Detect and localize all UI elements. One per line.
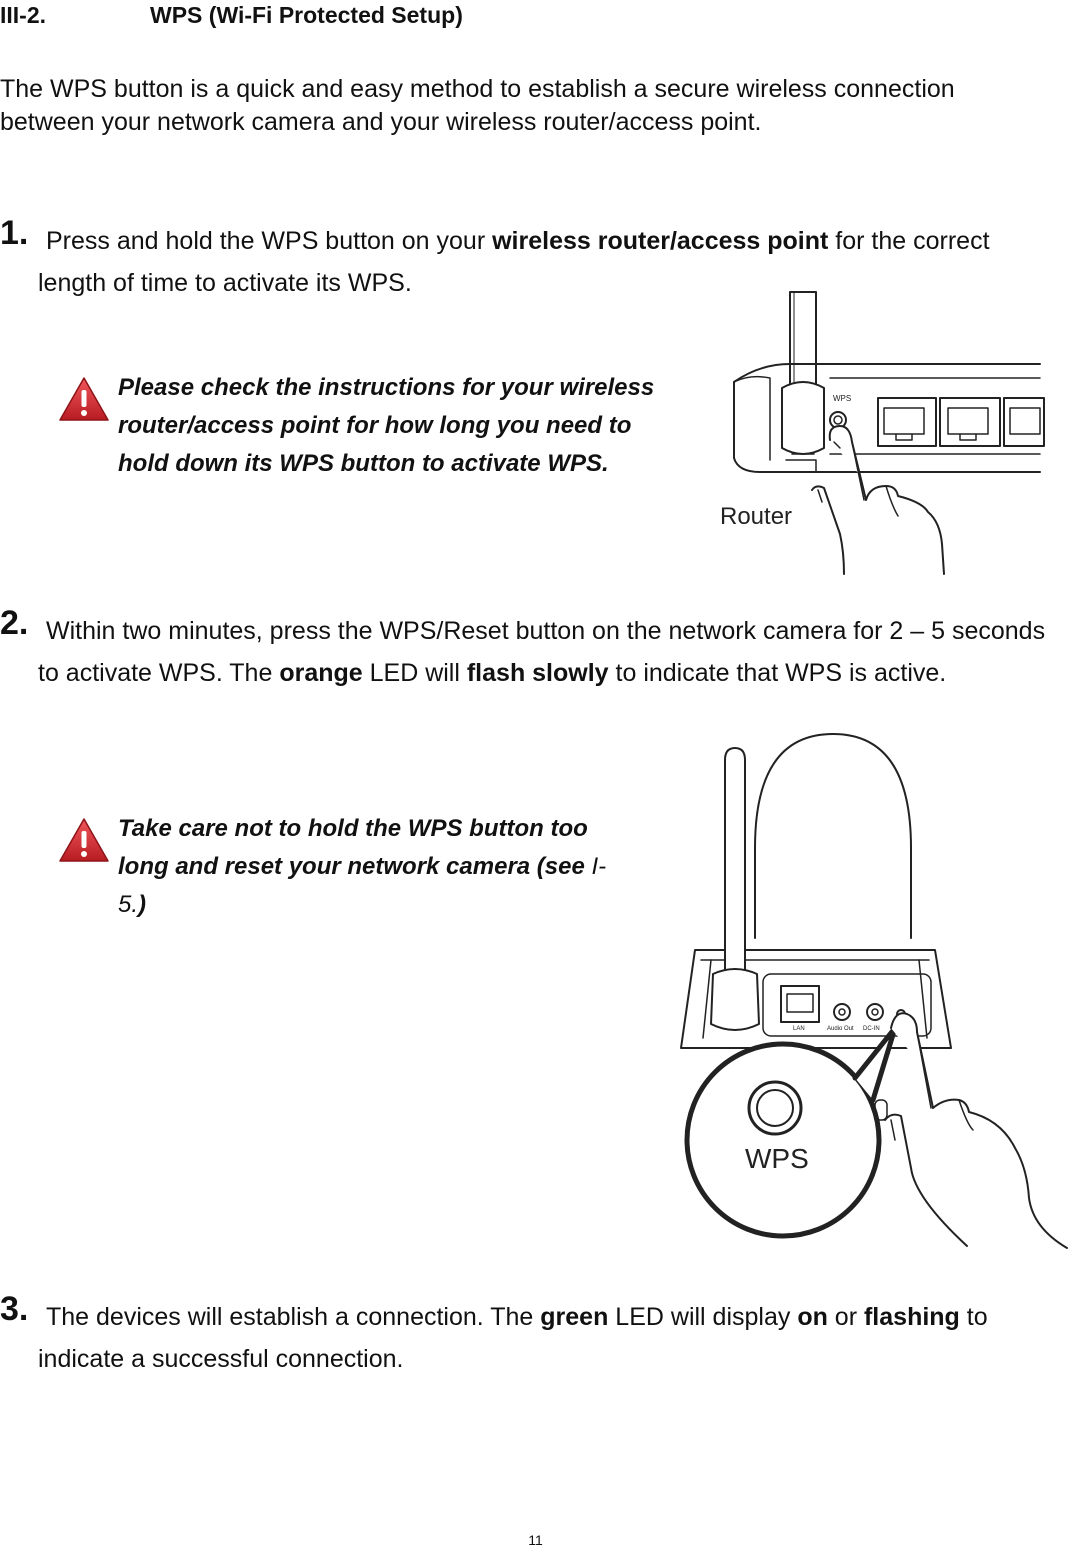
section-heading: III-2. WPS (Wi-Fi Protected Setup) (0, 2, 463, 29)
step-3-number: 3. (0, 1290, 29, 1328)
step-3-text: The devices will establish a connection.… (38, 1303, 988, 1373)
note-1-text: Please check the instructions for your w… (118, 374, 655, 477)
intro-paragraph: The WPS button is a quick and easy metho… (0, 75, 955, 136)
step-1-number: 1. (0, 214, 29, 252)
dc-in-label: DC-IN (863, 1026, 880, 1032)
step-1-text: Press and hold the WPS button on your wi… (38, 227, 990, 297)
router-figure: WPS Router (690, 290, 1050, 580)
warning-icon (58, 376, 110, 427)
audio-out-label: Audio Out (827, 1026, 854, 1032)
wps-zoom-label: WPS (745, 1143, 809, 1174)
section-number: III-2. (0, 2, 47, 28)
step-2-number: 2. (0, 604, 29, 642)
page-number: 11 (528, 1532, 543, 1548)
step-2-text: Within two minutes, press the WPS/Reset … (38, 617, 1046, 687)
camera-figure: LAN Audio Out DC-IN WPS (655, 728, 1071, 1253)
section-reference-link[interactable]: I-5. (118, 853, 607, 918)
warning-triangle-icon (59, 818, 109, 862)
router-label: Router (720, 503, 792, 530)
router-illustration: WPS Router (720, 291, 1045, 575)
section-title: WPS (Wi-Fi Protected Setup) (150, 2, 463, 28)
camera-illustration: LAN Audio Out DC-IN WPS (680, 733, 1068, 1249)
lan-port-label: LAN (793, 1026, 805, 1032)
router-wps-label: WPS (833, 394, 851, 403)
warning-icon (58, 817, 110, 868)
note-2-text: Take care not to hold the WPS button too… (118, 815, 607, 918)
warning-triangle-icon (59, 377, 109, 421)
